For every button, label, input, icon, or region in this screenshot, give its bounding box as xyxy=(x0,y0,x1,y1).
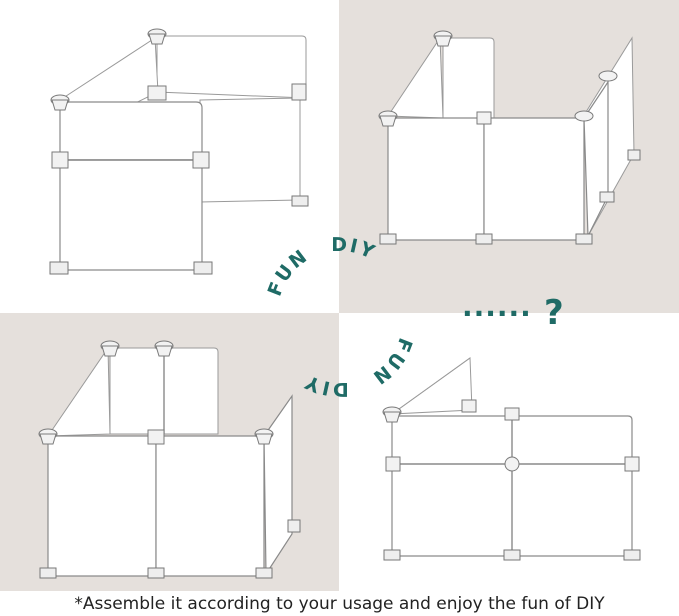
fence-foot xyxy=(627,149,641,161)
fence-connector xyxy=(291,83,307,101)
fence-connector xyxy=(574,110,594,122)
fence-panel xyxy=(59,101,203,161)
fence-connector xyxy=(434,35,452,47)
fence-connector xyxy=(383,411,401,423)
fence-panel xyxy=(156,35,307,99)
fence-foot xyxy=(379,233,397,245)
fence-foot xyxy=(503,549,521,561)
fence-connector xyxy=(155,345,173,357)
fence-foot xyxy=(39,567,57,579)
fun-diy-upper-word-2: DIY xyxy=(331,234,379,264)
ellipsis-dots: ...... xyxy=(462,290,532,323)
fence-foot xyxy=(147,567,165,579)
fence-foot xyxy=(255,567,273,579)
fence-connector xyxy=(51,99,69,111)
fence-connector xyxy=(385,456,401,472)
fence-foot xyxy=(599,191,615,203)
fence-connector xyxy=(147,429,165,445)
svg-text:FUN DIY: FUN DIY xyxy=(264,234,380,299)
fence-connector xyxy=(101,345,119,357)
fun-diy-lower-word-2: DIY xyxy=(301,370,349,400)
fence-foot xyxy=(49,261,69,275)
fence-panel xyxy=(47,346,111,437)
svg-text:FUN DIY: FUN DIY xyxy=(301,335,417,400)
fence-connector xyxy=(39,433,57,445)
fence-foot xyxy=(193,261,213,275)
fun-diy-lower-word-1: FUN xyxy=(367,335,416,390)
fence-connector xyxy=(192,151,210,169)
fence-hub xyxy=(504,456,520,472)
fun-diy-upper-word-1: FUN xyxy=(264,245,313,300)
fence-edge xyxy=(391,357,471,415)
assembly-caption: *Assemble it according to your usage and… xyxy=(74,594,605,614)
fence-panel xyxy=(387,36,444,119)
fence-connector xyxy=(476,111,492,125)
fence-foot xyxy=(475,233,493,245)
fence-connector xyxy=(255,433,273,445)
fence-connector xyxy=(504,407,520,421)
fence-connector xyxy=(379,115,397,127)
fence-foot xyxy=(287,519,301,533)
fence-panel xyxy=(263,394,293,576)
fence-connector xyxy=(51,151,69,169)
fence-foot xyxy=(575,233,593,245)
fence-foot xyxy=(623,549,641,561)
fence-connector xyxy=(624,456,640,472)
fence-connector xyxy=(148,33,166,45)
fence-foot xyxy=(383,549,401,561)
fence-connector xyxy=(147,85,167,101)
fence-connector xyxy=(598,70,618,82)
question-mark: ? xyxy=(544,293,564,333)
fence-foot xyxy=(291,195,309,207)
fence-connector xyxy=(461,399,477,413)
fence-panel xyxy=(442,37,495,119)
